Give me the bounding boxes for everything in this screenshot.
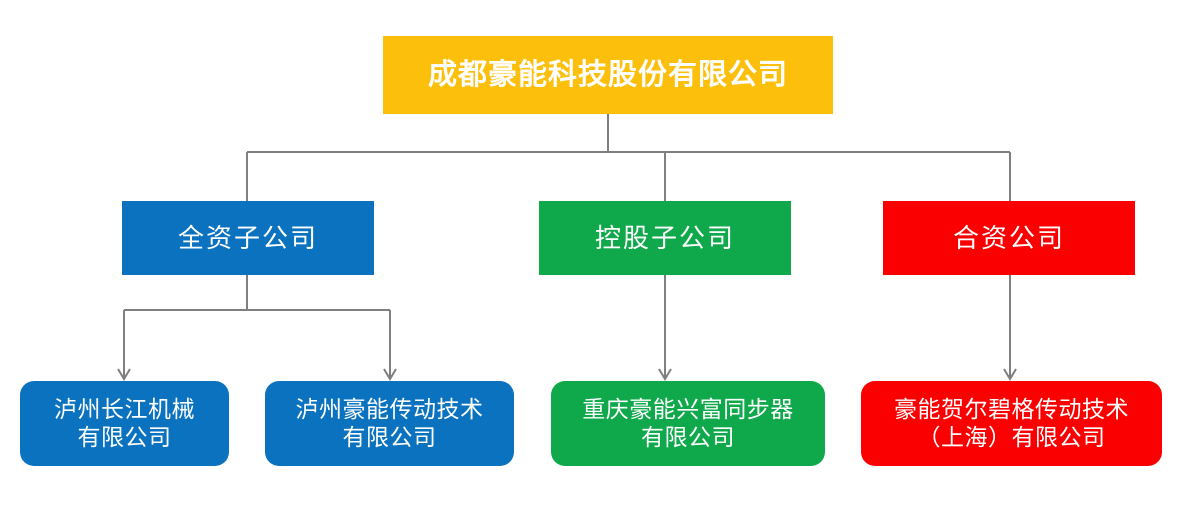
node-category-joint-venture[interactable]: 合资公司 — [883, 201, 1135, 275]
node-category-holding[interactable]: 控股子公司 — [539, 201, 791, 275]
node-category-wholly-owned[interactable]: 全资子公司 — [122, 201, 374, 275]
arrowhead-xingfu — [658, 368, 672, 381]
node-subsidiary-hoerbiger[interactable]: 豪能贺尔碧格传动技术 （上海）有限公司 — [861, 381, 1162, 466]
arrowhead-changjiang — [117, 368, 131, 381]
arrowhead-hoerbiger — [1003, 368, 1017, 381]
node-root-company[interactable]: 成都豪能科技股份有限公司 — [383, 36, 833, 114]
arrowhead-haoneng-chuandong — [383, 368, 397, 381]
node-subsidiary-haoneng-chuandong[interactable]: 泸州豪能传动技术 有限公司 — [265, 381, 514, 466]
node-subsidiary-changjiang[interactable]: 泸州长江机械 有限公司 — [20, 381, 229, 466]
node-subsidiary-xingfu[interactable]: 重庆豪能兴富同步器 有限公司 — [551, 381, 825, 466]
